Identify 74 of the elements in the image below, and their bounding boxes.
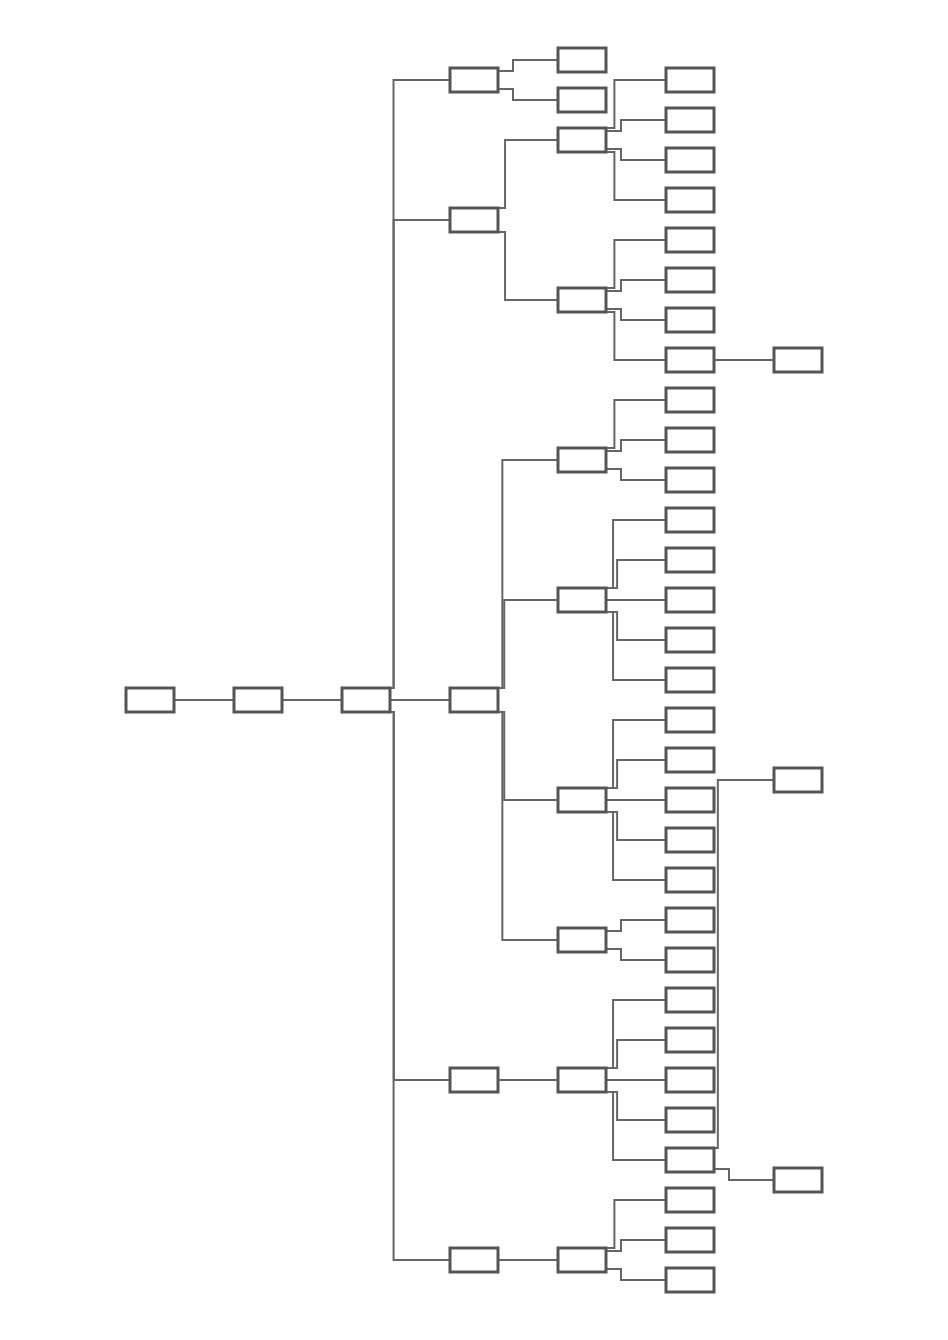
node-box xyxy=(772,1166,824,1194)
connector xyxy=(605,799,667,801)
node-box xyxy=(664,706,716,734)
node-box xyxy=(556,1066,608,1094)
node-box xyxy=(772,766,824,794)
node-box xyxy=(664,746,716,774)
connector xyxy=(605,1267,667,1281)
node-box xyxy=(556,926,608,954)
connector xyxy=(605,439,667,453)
node-box xyxy=(664,786,716,814)
connector xyxy=(605,119,667,133)
connector xyxy=(605,279,667,293)
node-box xyxy=(772,346,824,374)
connector xyxy=(605,467,667,481)
node-box xyxy=(556,586,608,614)
node-box xyxy=(448,1246,500,1274)
node-box xyxy=(664,946,716,974)
node-box xyxy=(664,906,716,934)
connector xyxy=(605,599,667,601)
connector xyxy=(389,699,451,701)
node-box xyxy=(664,1026,716,1054)
node-box xyxy=(556,286,608,314)
node-box xyxy=(556,446,608,474)
node-box xyxy=(664,866,716,894)
node-box xyxy=(664,1066,716,1094)
node-box xyxy=(664,306,716,334)
connector xyxy=(605,1239,667,1253)
node-box xyxy=(664,986,716,1014)
node-box xyxy=(664,586,716,614)
node-box xyxy=(664,146,716,174)
node-box xyxy=(124,686,176,714)
node-box xyxy=(664,66,716,94)
node-box xyxy=(664,466,716,494)
node-box xyxy=(556,126,608,154)
connector xyxy=(605,947,667,961)
node-box xyxy=(664,546,716,574)
node-box xyxy=(664,1146,716,1174)
connector xyxy=(173,699,235,701)
node-box xyxy=(556,46,608,74)
node-box xyxy=(232,686,284,714)
node-box xyxy=(448,1066,500,1094)
connector xyxy=(497,59,559,73)
node-box xyxy=(664,506,716,534)
node-box xyxy=(556,1246,608,1274)
connector xyxy=(605,147,667,161)
node-box xyxy=(340,686,392,714)
node-box xyxy=(664,1226,716,1254)
node-box xyxy=(556,786,608,814)
connector xyxy=(605,1079,667,1081)
node-box xyxy=(448,206,500,234)
node-box xyxy=(664,666,716,694)
node-box xyxy=(664,226,716,254)
connector xyxy=(497,1259,559,1261)
node-box xyxy=(448,66,500,94)
node-box xyxy=(556,86,608,114)
node-box xyxy=(664,186,716,214)
connector xyxy=(605,307,667,321)
node-box xyxy=(664,1266,716,1294)
node-box xyxy=(664,346,716,374)
connector xyxy=(605,919,667,933)
node-box xyxy=(448,686,500,714)
node-box xyxy=(664,1106,716,1134)
node-box xyxy=(664,266,716,294)
connector xyxy=(713,359,775,361)
connector xyxy=(281,699,343,701)
connector xyxy=(713,1167,775,1181)
node-box xyxy=(664,826,716,854)
node-box xyxy=(664,1186,716,1214)
node-box xyxy=(664,626,716,654)
node-box xyxy=(664,106,716,134)
connector xyxy=(497,87,559,101)
connector xyxy=(497,1079,559,1081)
node-box xyxy=(664,426,716,454)
node-box xyxy=(664,386,716,414)
